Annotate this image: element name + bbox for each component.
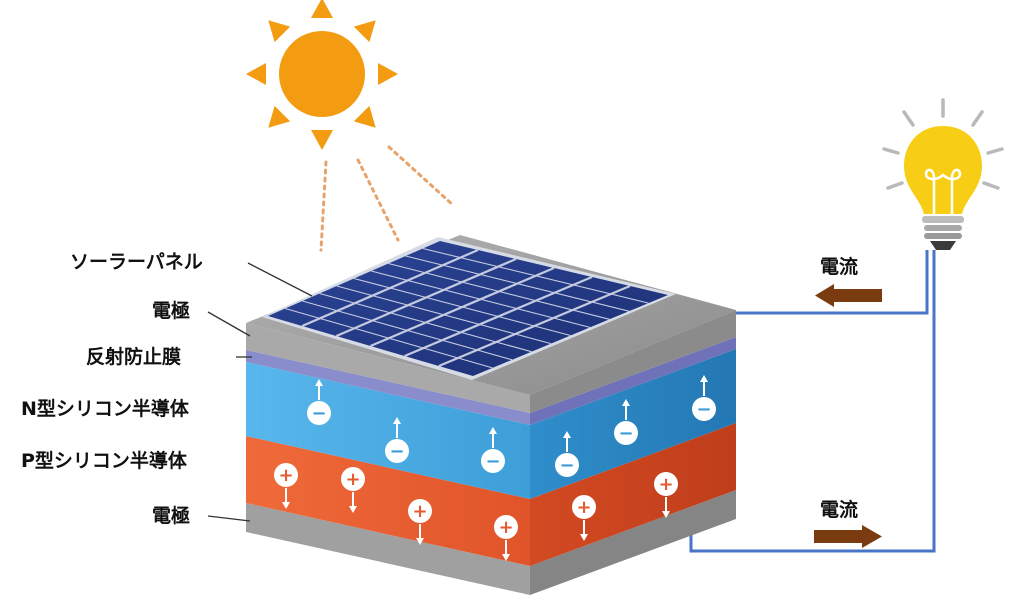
sunlight-rays	[319, 145, 455, 252]
hole-6: +	[654, 472, 678, 518]
electron-1: −	[307, 379, 331, 425]
electron-6: −	[692, 375, 716, 421]
label-solar-panel: ソーラーパネル	[70, 251, 203, 273]
solar-panel-grid	[285, 247, 649, 369]
bottom-electrode-front	[246, 503, 530, 595]
svg-text:−: −	[389, 441, 404, 462]
label-electrode-bottom: 電極	[152, 504, 190, 527]
electron-2: −	[385, 417, 409, 463]
top-electrode-side	[530, 310, 736, 413]
bottom-electrode-side	[530, 490, 736, 595]
label-anti-reflection: 反射防止膜	[86, 345, 181, 368]
anti-reflection-side	[530, 337, 736, 425]
label-n-type: N型シリコン半導体	[21, 397, 190, 420]
svg-text:+: +	[412, 501, 427, 522]
hole-3: +	[408, 499, 432, 545]
label-electrode-top: 電極	[152, 299, 190, 322]
hole-5: +	[572, 495, 596, 541]
svg-text:+: +	[658, 474, 673, 495]
svg-text:−: −	[696, 399, 711, 420]
top-electrode-front	[246, 323, 530, 413]
svg-text:−: −	[618, 423, 633, 444]
svg-text:+: +	[345, 469, 360, 490]
svg-text:−: −	[311, 403, 326, 424]
current-indicator-top: 電流	[815, 255, 882, 307]
electron-4: −	[555, 431, 579, 477]
current-label-top: 電流	[820, 255, 858, 278]
current-label-bottom: 電流	[820, 498, 858, 521]
p-type-layer-side	[530, 423, 736, 566]
n-type-layer-front	[246, 362, 530, 499]
anti-reflection-front	[246, 350, 530, 425]
layer-labels: ソーラーパネル 電極 反射防止膜 N型シリコン半導体 P型シリコン半導体 電極	[21, 251, 203, 527]
p-type-layer-front	[246, 436, 530, 566]
svg-text:+: +	[278, 465, 293, 486]
hole-1: +	[274, 463, 298, 509]
arrow-right-icon	[814, 525, 882, 548]
hole-2: +	[341, 467, 365, 513]
svg-text:−: −	[559, 455, 574, 476]
svg-text:−: −	[485, 451, 500, 472]
electron-5: −	[614, 399, 638, 445]
svg-text:+: +	[576, 497, 591, 518]
charge-carriers: −−−−−−++++++	[274, 375, 716, 561]
electron-3: −	[481, 427, 505, 473]
hole-4: +	[494, 515, 518, 561]
sun-icon	[246, 0, 398, 150]
svg-text:+: +	[498, 517, 513, 538]
light-bulb-icon	[882, 98, 1004, 250]
arrow-left-icon	[815, 284, 882, 307]
solar-cell-block	[246, 235, 736, 595]
leader-lines	[207, 262, 313, 522]
current-indicator-bottom: 電流	[814, 498, 882, 548]
label-p-type: P型シリコン半導体	[21, 449, 188, 472]
